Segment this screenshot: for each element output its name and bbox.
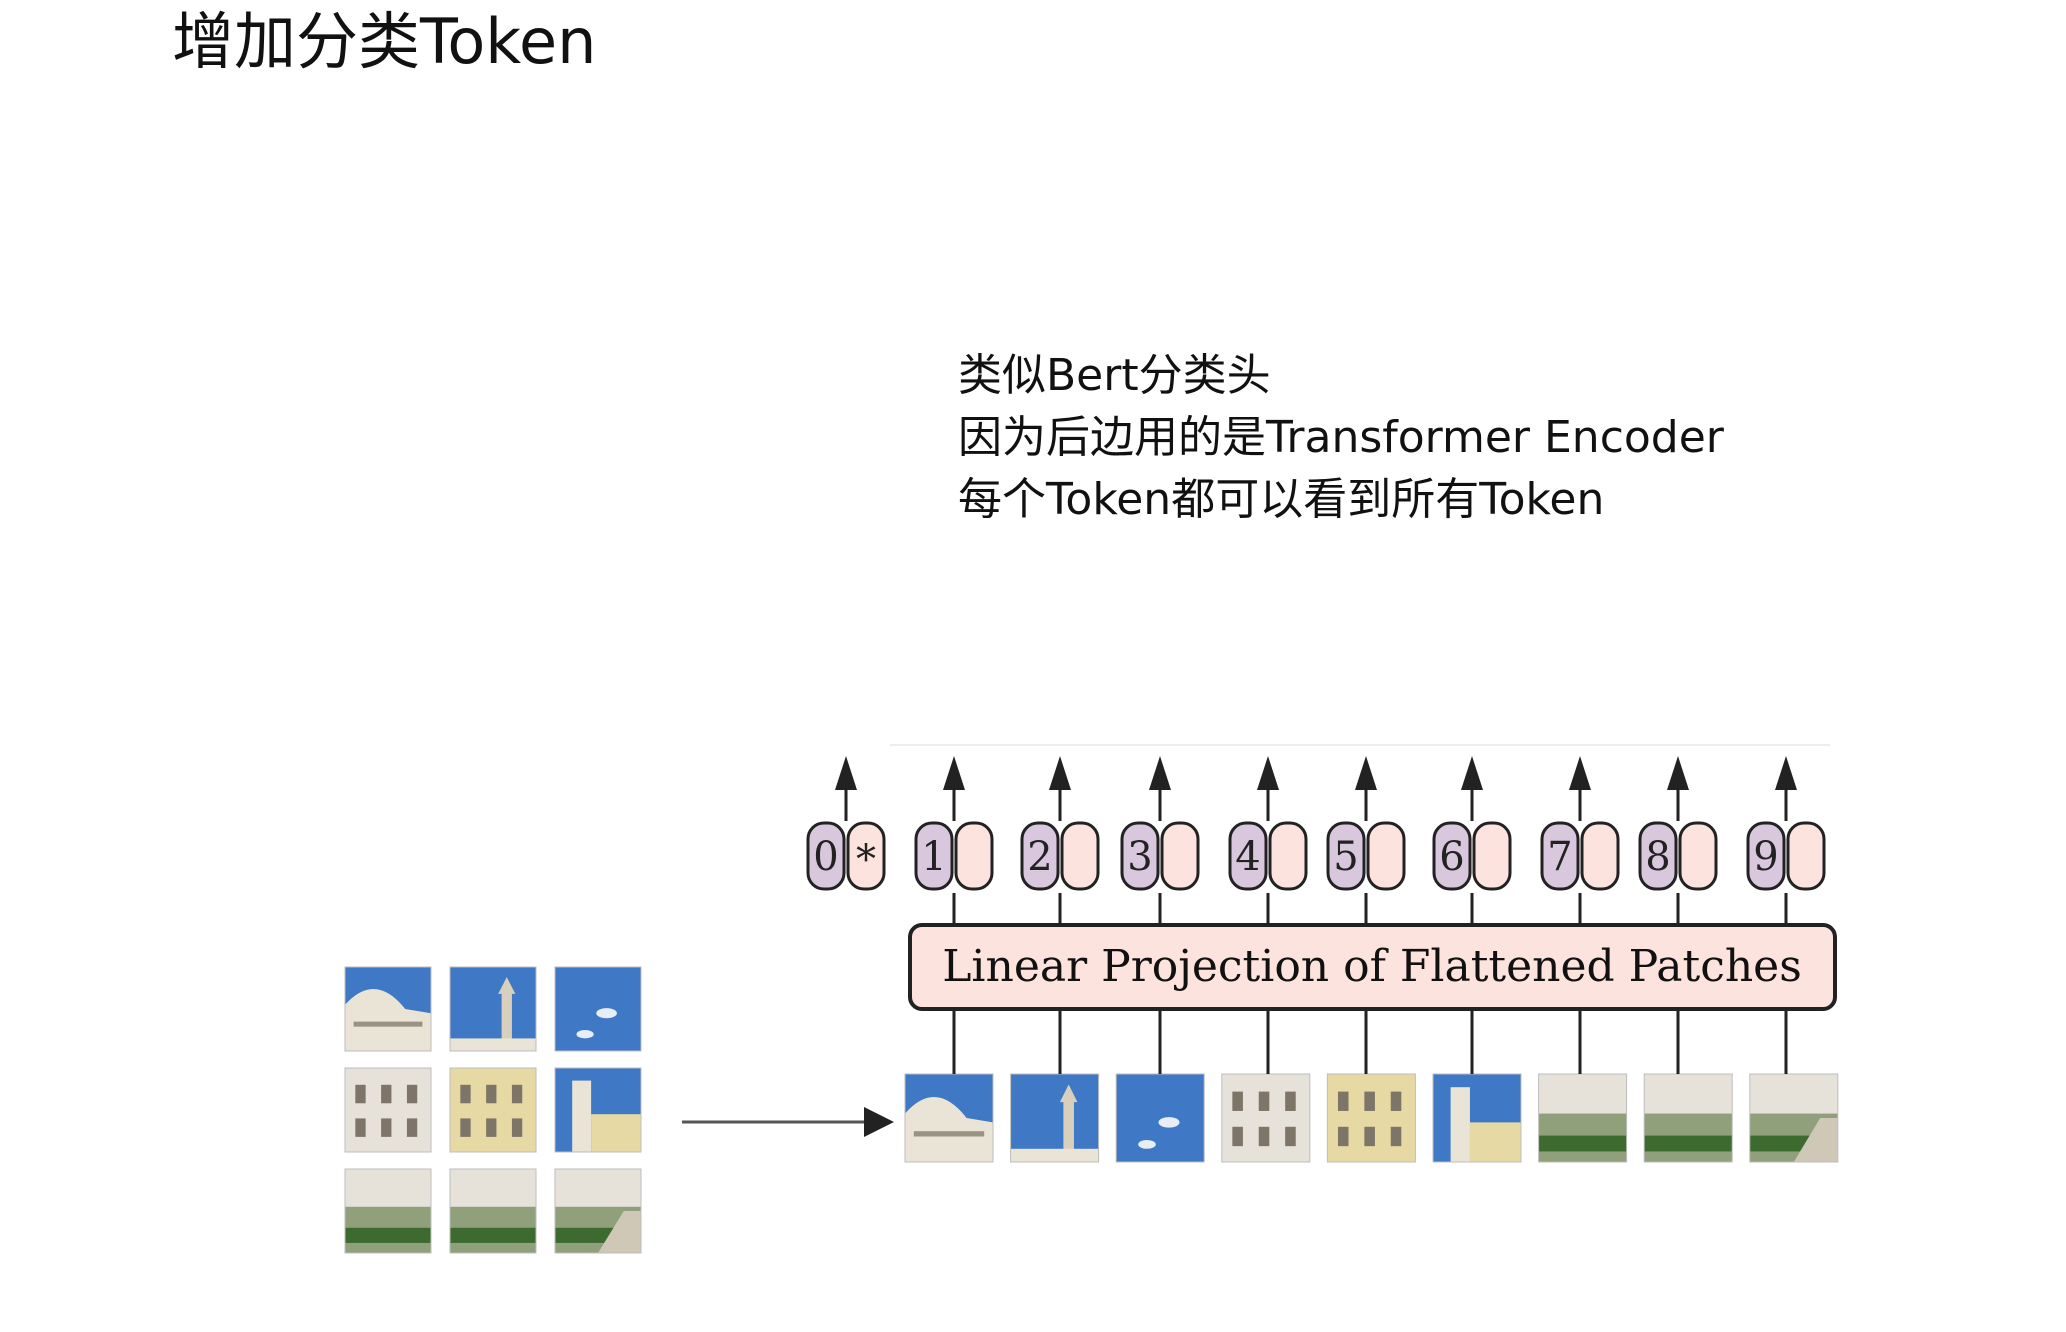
sequence-patch-3 [1115, 1073, 1205, 1163]
note-line-2: 因为后边用的是Transformer Encoder [958, 412, 1724, 463]
patch-embedding-7 [1580, 821, 1620, 891]
token-number-7: 7 [1547, 834, 1572, 880]
patch-embedding-3 [1160, 821, 1200, 891]
token-number-5: 5 [1333, 834, 1358, 880]
sequence-patch-6 [1432, 1073, 1522, 1163]
position-embedding-6 [1432, 821, 1472, 891]
image-patch-grid [344, 966, 642, 1254]
position-embedding-4 [1228, 821, 1268, 891]
arrowhead-icon [835, 756, 857, 790]
token-3: 3 [1120, 756, 1200, 891]
token-2: 2 [1020, 756, 1100, 891]
token-9: 9 [1746, 756, 1826, 891]
position-embedding-0 [806, 821, 846, 891]
sequence-patch-8 [1643, 1073, 1733, 1163]
linear-projection: Linear Projection of Flattened Patches [908, 923, 1837, 1011]
token-number-1: 1 [921, 834, 946, 880]
position-embedding-5 [1326, 821, 1366, 891]
arrowhead-icon [1257, 756, 1279, 790]
token-4: 4 [1228, 756, 1308, 891]
grid-patch-5 [449, 1067, 537, 1153]
position-embedding-3 [1120, 821, 1160, 891]
position-embedding-1 [914, 821, 954, 891]
token-8: 8 [1638, 756, 1718, 891]
grid-patch-2 [449, 966, 537, 1052]
grid-patch-1 [344, 966, 432, 1052]
projection-label: Linear Projection of Flattened Patches [942, 941, 1802, 992]
grid-patch-9 [554, 1168, 642, 1254]
sequence-patch-5 [1326, 1073, 1416, 1163]
sequence-patch-2 [1010, 1073, 1100, 1163]
patch-embedding-2 [1060, 821, 1100, 891]
sequence-patch-9 [1749, 1073, 1839, 1163]
patch-embedding-8 [1678, 821, 1718, 891]
arrowhead-icon [1461, 756, 1483, 790]
note-line-3: 每个Token都可以看到所有Token [958, 474, 1605, 525]
token-number-3: 3 [1127, 834, 1152, 880]
token-number-4: 4 [1235, 834, 1260, 880]
position-embedding-8 [1638, 821, 1678, 891]
token-number-6: 6 [1439, 834, 1464, 880]
patch-sequence [904, 893, 1839, 1163]
token-5: 5 [1326, 756, 1406, 891]
notes-block: 类似Bert分类头 因为后边用的是Transformer Encoder 每个T… [958, 345, 1724, 531]
arrowhead-icon [1569, 756, 1591, 790]
patch-embedding-6 [1472, 821, 1512, 891]
patch-embedding-1 [954, 821, 994, 891]
grid-patch-8 [449, 1168, 537, 1254]
projection-box [908, 923, 1837, 1011]
grid-patch-4 [344, 1067, 432, 1153]
arrowhead-icon [1149, 756, 1171, 790]
token-1: 1 [914, 756, 994, 891]
token-number-0: 0 [813, 834, 838, 880]
sequence-patch-7 [1538, 1073, 1628, 1163]
patch-embedding-5 [1366, 821, 1406, 891]
grid-patch-7 [344, 1168, 432, 1254]
arrowhead-icon [1049, 756, 1071, 790]
token-7: 7 [1540, 756, 1620, 891]
sequence-patch-4 [1221, 1073, 1311, 1163]
class-token-marker: * [856, 837, 876, 883]
sequence-patch-1 [904, 1073, 994, 1163]
grid-patch-6 [554, 1067, 642, 1153]
note-line-1: 类似Bert分类头 [958, 350, 1271, 401]
patch-embedding-0 [846, 821, 886, 891]
grid-patch-3 [554, 966, 642, 1052]
patch-embedding-9 [1786, 821, 1826, 891]
token-number-2: 2 [1027, 834, 1052, 880]
token-0: 0* [806, 756, 886, 891]
position-embedding-9 [1746, 821, 1786, 891]
page-title: 增加分类Token [172, 5, 597, 78]
token-6: 6 [1432, 756, 1512, 891]
position-embedding-7 [1540, 821, 1580, 891]
arrowhead-icon [1775, 756, 1797, 790]
position-embedding-2 [1020, 821, 1060, 891]
patch-embedding-4 [1268, 821, 1308, 891]
arrowhead-icon [1667, 756, 1689, 790]
token-number-9: 9 [1753, 834, 1778, 880]
arrowhead-icon [943, 756, 965, 790]
token-number-8: 8 [1645, 834, 1670, 880]
arrowhead-icon [1355, 756, 1377, 790]
